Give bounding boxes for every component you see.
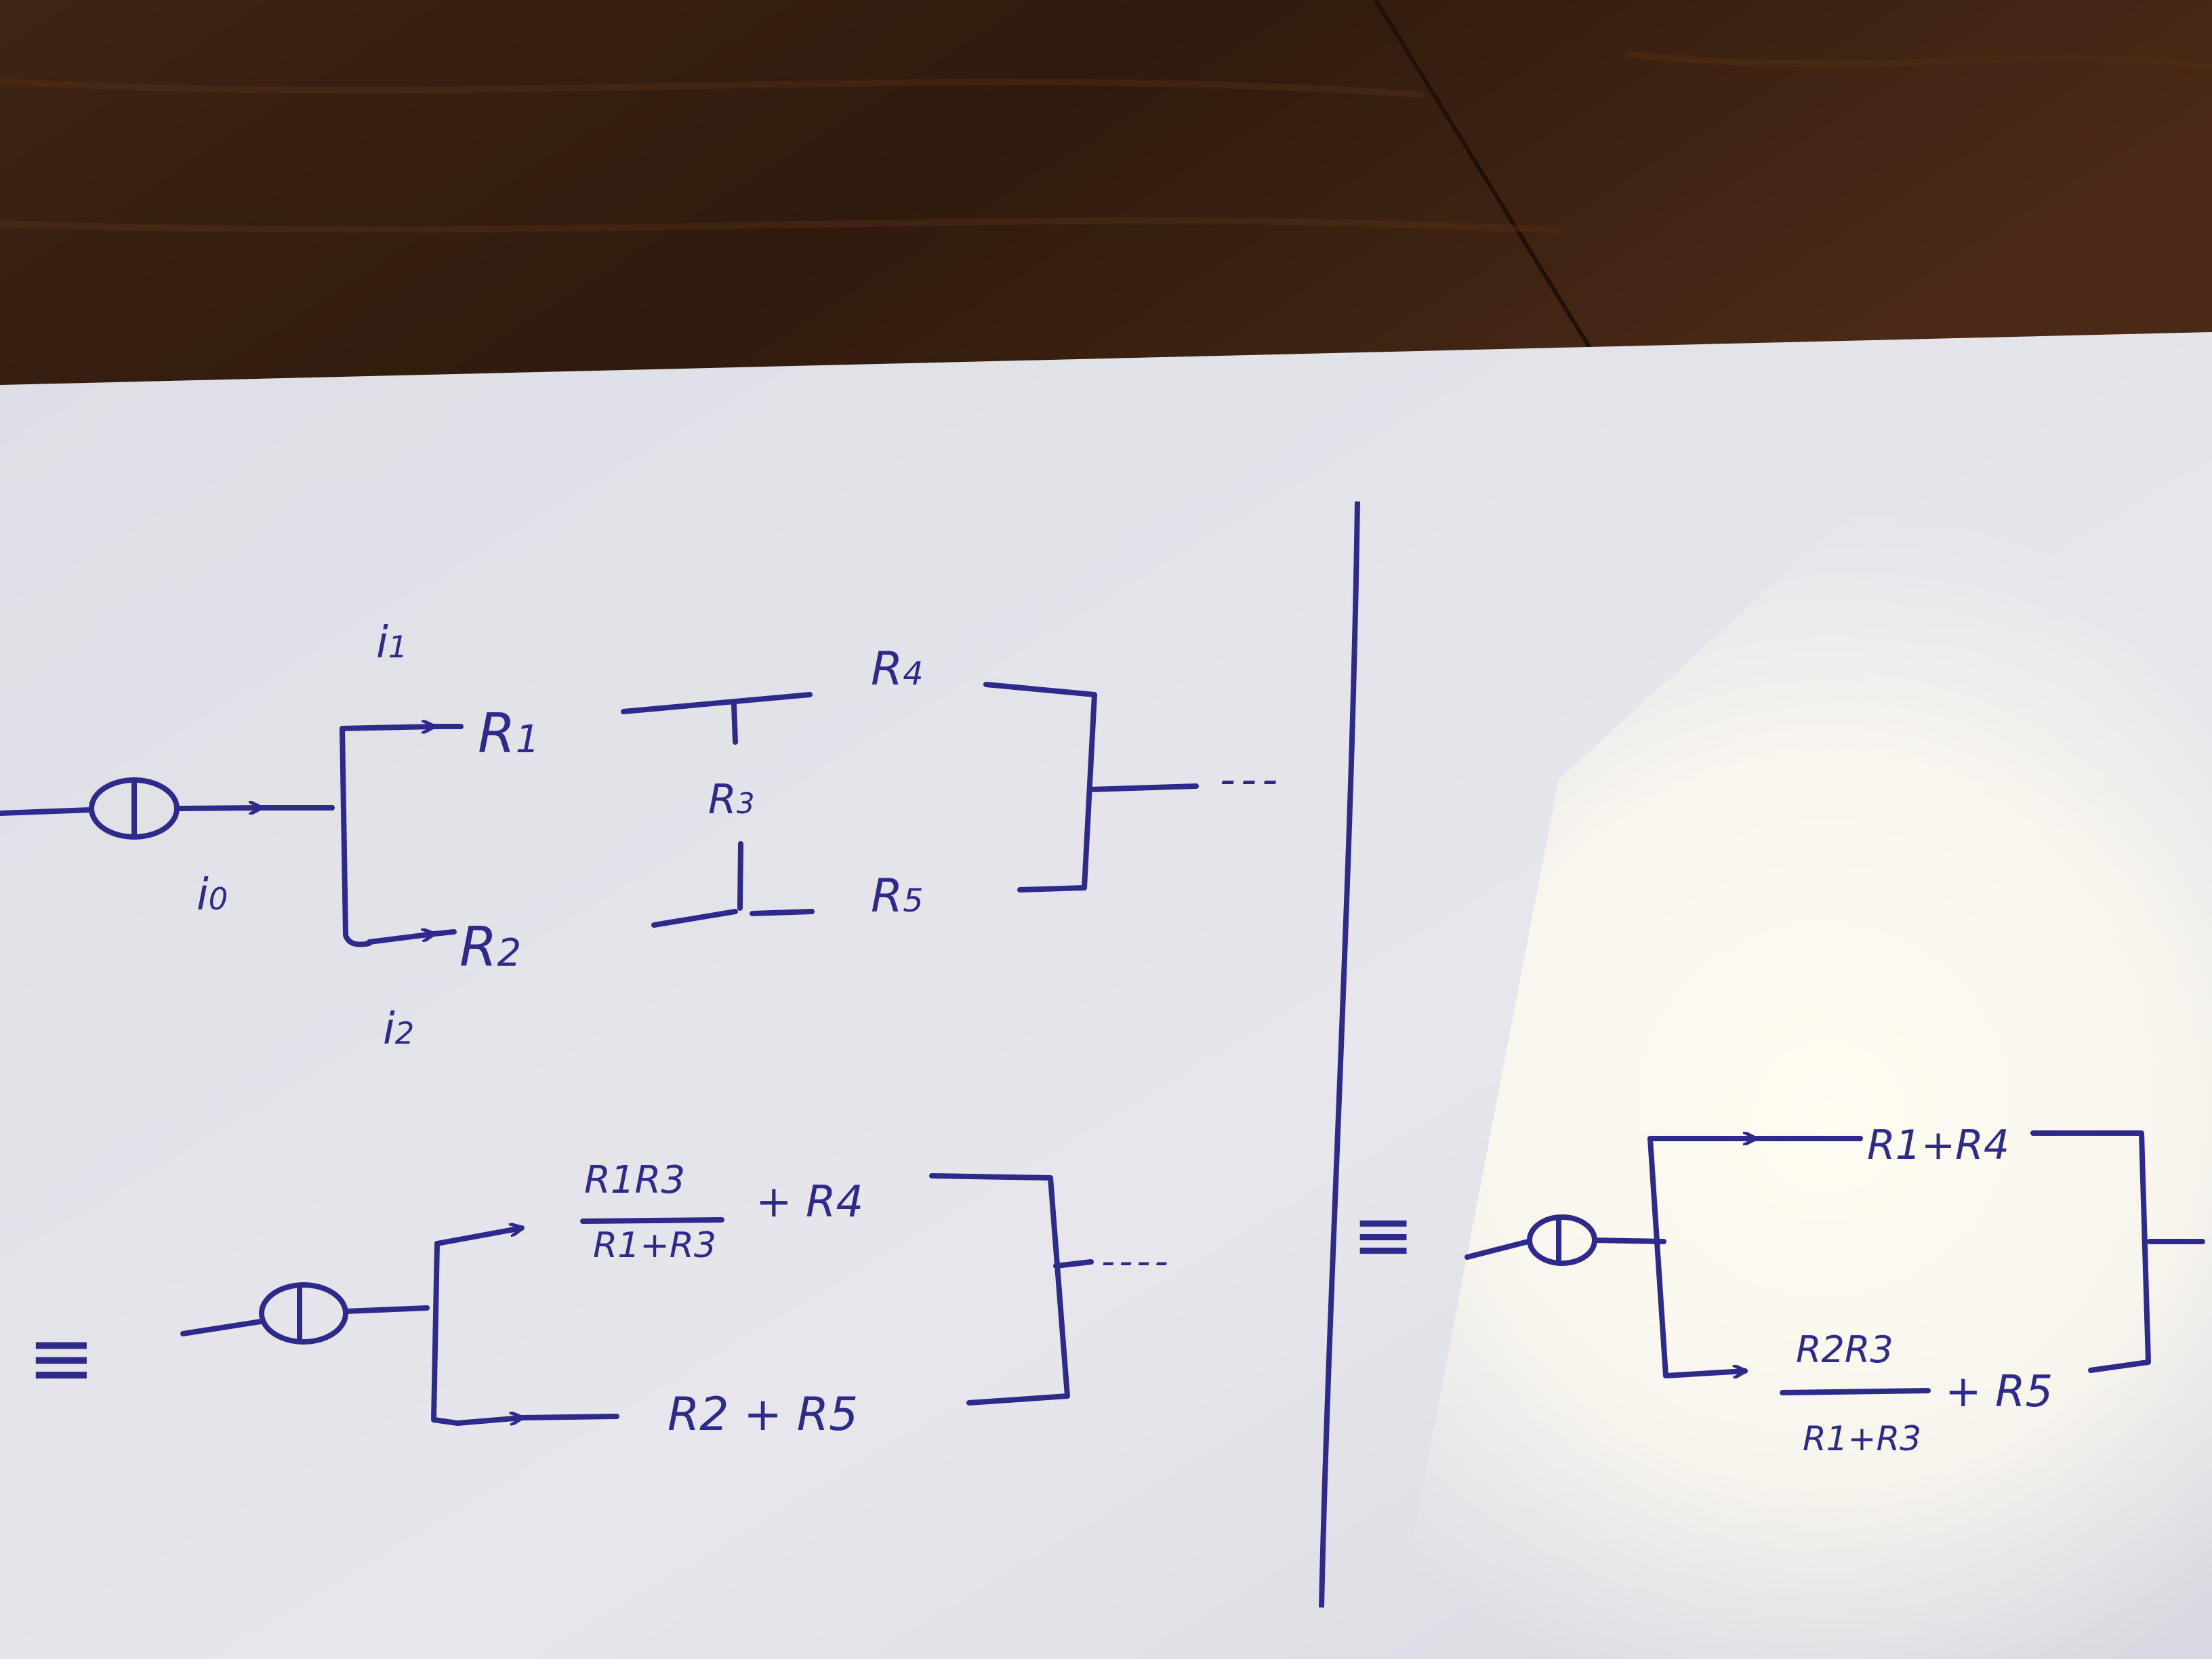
label-i0: i0 — [197, 870, 228, 920]
source-wire-left — [0, 807, 94, 816]
table-plank-seam — [1374, 0, 1595, 354]
label-r5: R5 — [871, 869, 924, 923]
ellipsis-top: --- — [1220, 755, 1283, 805]
fraction-bar-left — [580, 1217, 724, 1224]
wire-after-r1 — [621, 692, 813, 714]
fraction-bar-right — [1780, 1388, 1931, 1395]
label-lower-denominator-right: R1+R3 — [1803, 1419, 1921, 1458]
branch-split-right — [1647, 1136, 1668, 1378]
wire-to-split-left — [343, 1305, 430, 1314]
table-grain — [0, 51, 2212, 234]
label-lower-expr: R2 + R5 — [668, 1388, 858, 1441]
circuit-top — [0, 682, 1199, 947]
r3-stub-top — [731, 702, 738, 745]
right-bus-right — [2030, 1130, 2151, 1373]
wire-i2-tail — [431, 929, 457, 937]
label-r3: R3 — [708, 776, 754, 823]
sunlight-patch — [1389, 441, 2212, 1659]
wire-to-split-right — [1592, 1237, 1666, 1244]
label-r2: R2 — [459, 916, 521, 979]
label-lower-numerator-right: R2R3 — [1796, 1328, 1893, 1371]
wire-upper-left — [434, 1228, 525, 1246]
label-upper-numerator: R1R3 — [584, 1158, 685, 1202]
wire-after-r2 — [651, 909, 815, 928]
right-bus-left — [929, 1173, 1070, 1406]
wire-output-left — [1053, 1259, 1094, 1269]
wire-lower-left-tail — [519, 1414, 619, 1420]
label-upper-denominator: R1+R3 — [593, 1225, 716, 1266]
label-upper-plus: + R4 — [756, 1177, 863, 1227]
wire-i2 — [367, 934, 436, 945]
equiv-sign-left: ≡ — [27, 1311, 96, 1406]
label-r4: R4 — [871, 642, 924, 696]
wire-i1 — [340, 726, 436, 729]
divider-line — [1319, 501, 1360, 1608]
source-wire-right — [1465, 1239, 1531, 1260]
label-i2: i2 — [383, 1004, 414, 1054]
wire-lower-left — [455, 1418, 525, 1426]
wire-output-top — [1087, 783, 1199, 792]
label-r1: R1 — [478, 702, 539, 765]
label-i1: i1 — [376, 618, 407, 668]
label-upper-expr-right: R1+R4 — [1867, 1122, 2009, 1169]
source-wire-left-2 — [180, 1319, 264, 1336]
wire-lower-right — [1663, 1371, 1748, 1376]
label-lower-plus-right: + R5 — [1945, 1367, 2053, 1417]
equiv-sign-right: ≡ — [1352, 1191, 1414, 1278]
circuit-equiv-right — [1465, 1130, 2205, 1395]
branch-split-left — [431, 1241, 460, 1426]
branch-split-top — [340, 726, 372, 947]
r3-stub-bottom — [737, 841, 743, 911]
circuit-equiv-left — [180, 1173, 1094, 1426]
ellipsis-left: ---- — [1101, 1240, 1172, 1284]
